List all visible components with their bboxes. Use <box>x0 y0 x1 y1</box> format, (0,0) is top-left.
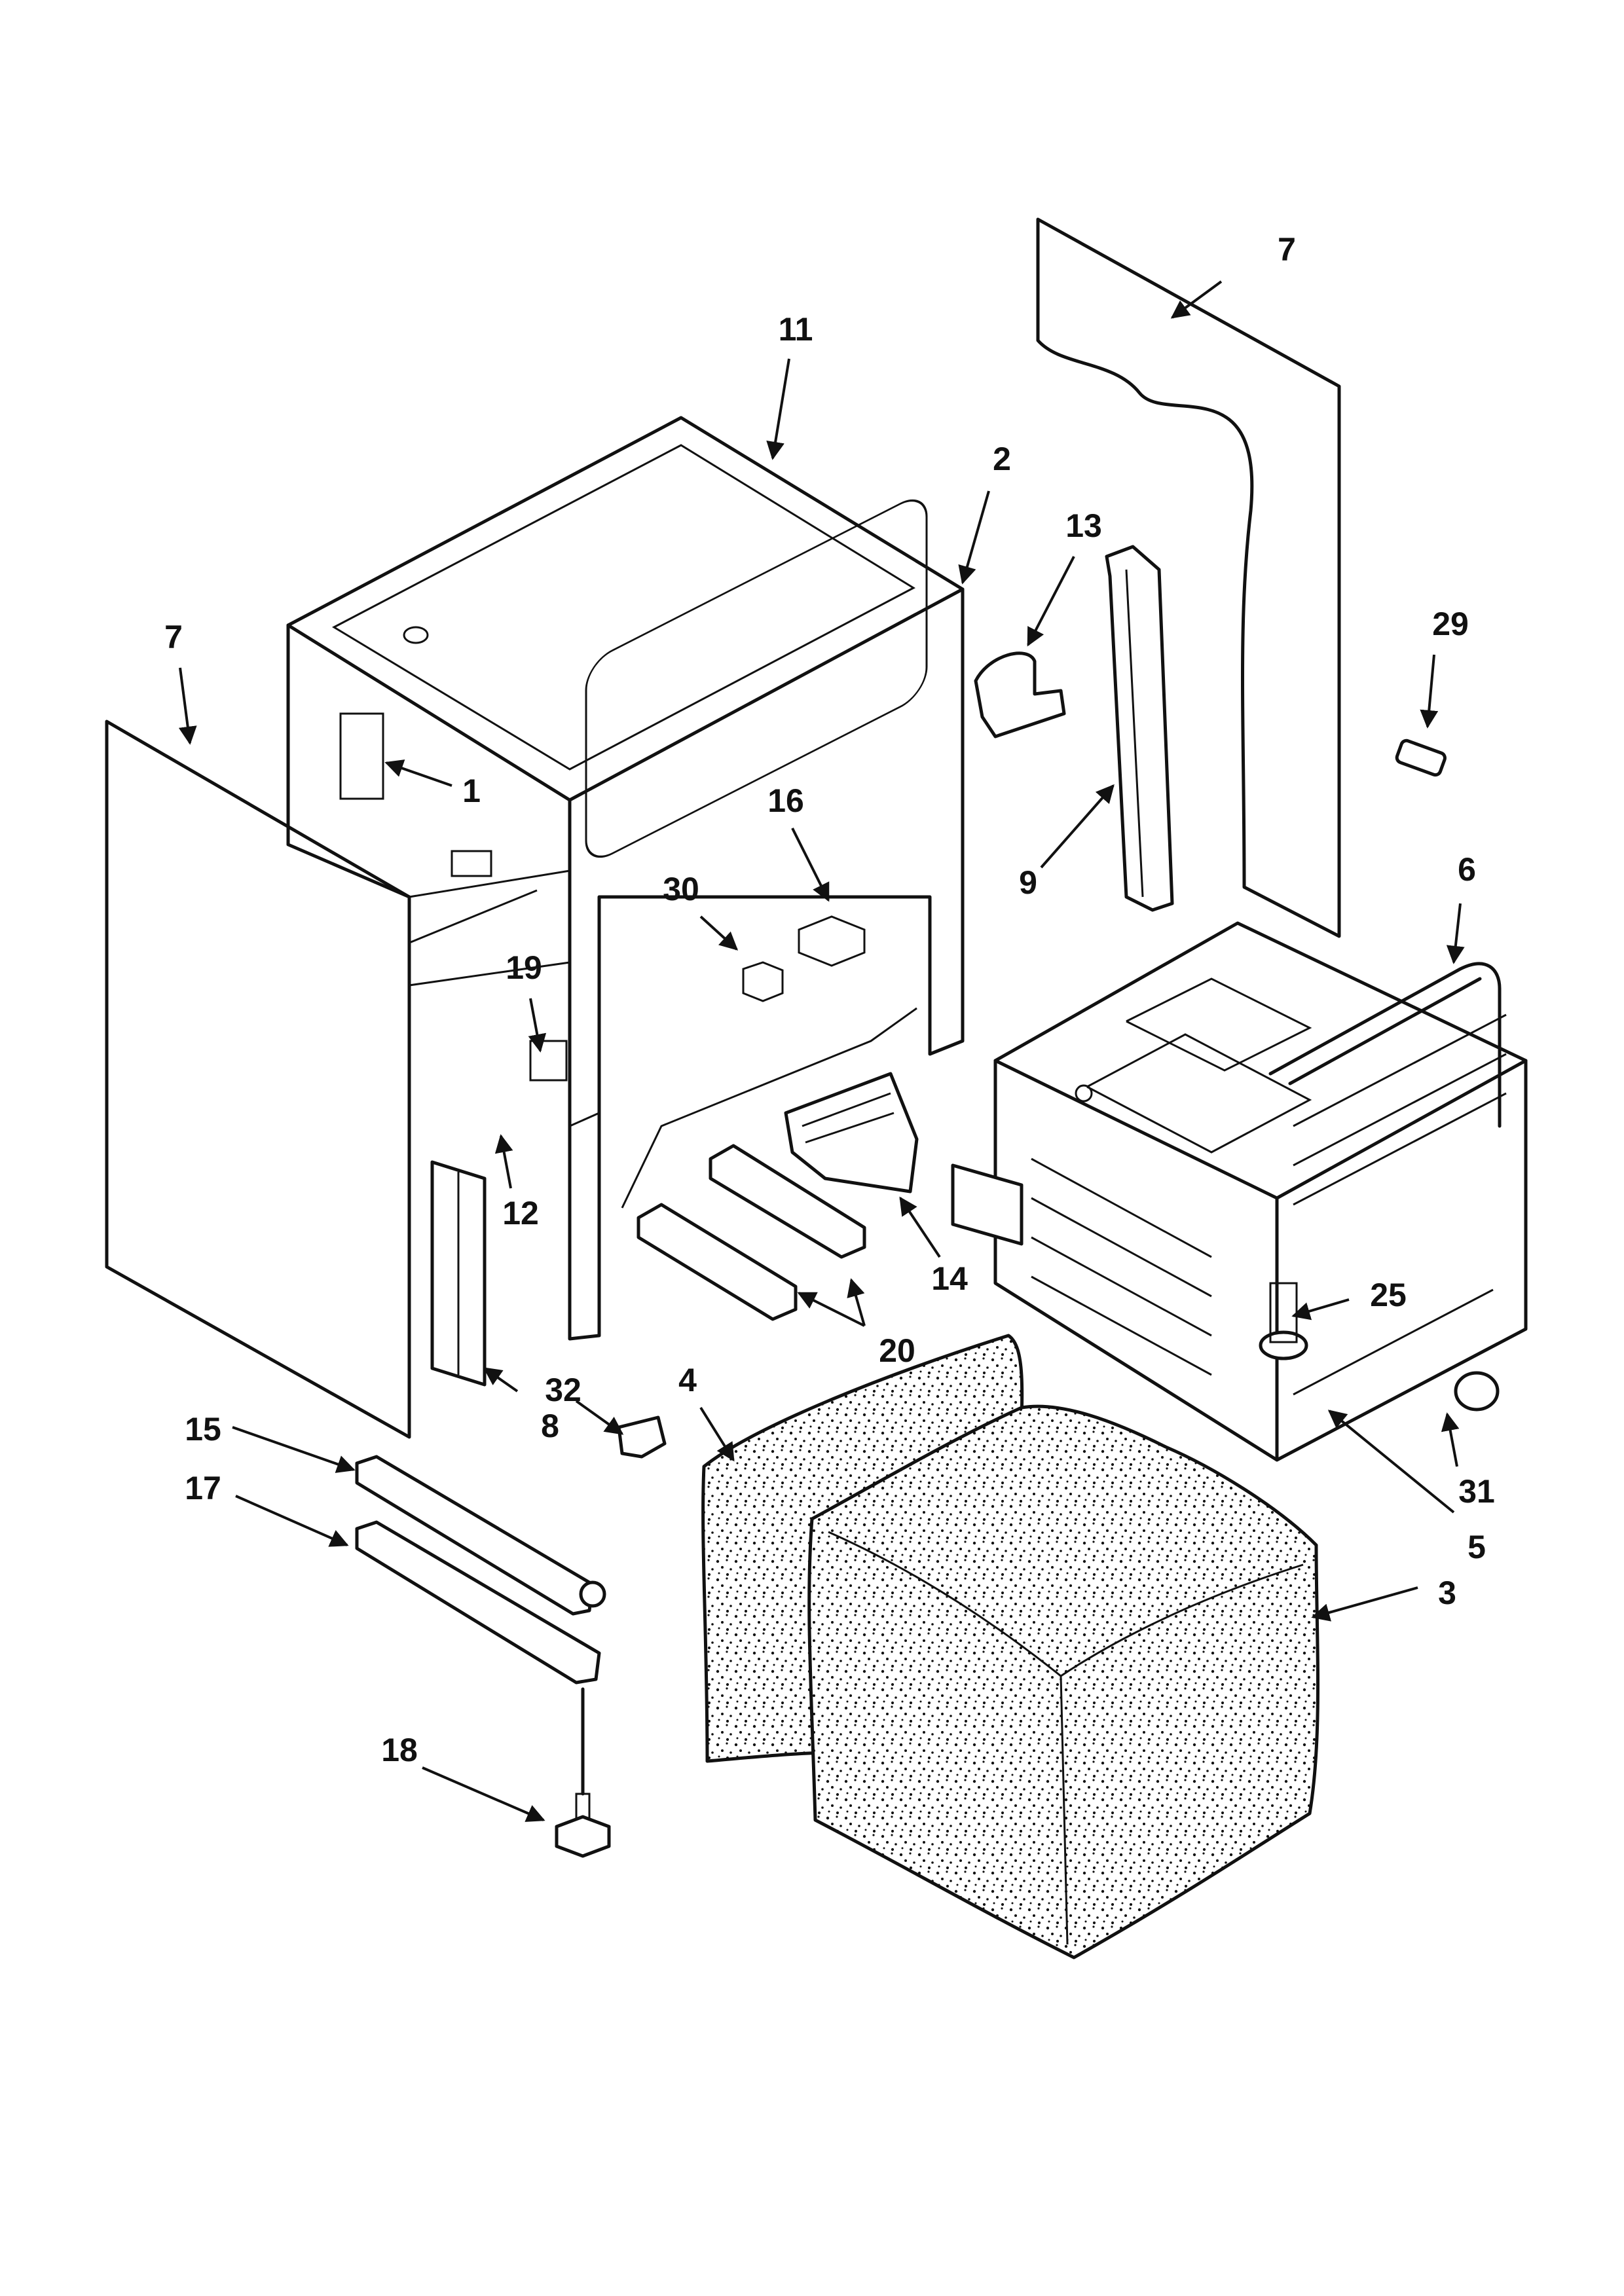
callout-7-side-panel: 7 <box>164 619 183 655</box>
clip <box>617 1415 667 1459</box>
vertical-bracket <box>1105 545 1174 912</box>
callout-9: 9 <box>1019 864 1037 901</box>
callout-25: 25 <box>1370 1277 1407 1313</box>
callout-2: 2 <box>993 441 1011 477</box>
callout-18: 18 <box>381 1732 418 1768</box>
callout-29: 29 <box>1432 606 1469 642</box>
callout-7-back-panel: 7 <box>1278 231 1296 268</box>
callout-labels: 7 11 2 13 29 7 1 16 30 9 6 19 12 14 25 2… <box>164 231 1495 1768</box>
callout-13: 13 <box>1065 507 1102 544</box>
callout-16: 16 <box>767 782 804 819</box>
cabinet-frame <box>286 416 965 1341</box>
back-panel <box>1036 217 1341 938</box>
insulation-blankets <box>701 1334 1320 1959</box>
callout-8: 8 <box>541 1408 559 1444</box>
callout-32: 32 <box>545 1372 581 1408</box>
knob <box>1454 1371 1500 1412</box>
side-rail <box>430 1160 487 1387</box>
callout-30: 30 <box>663 871 699 907</box>
callout-5: 5 <box>1467 1529 1486 1565</box>
callout-1: 1 <box>462 773 481 809</box>
leveling-rails <box>355 1455 606 1685</box>
callout-leaders <box>178 280 1465 1822</box>
lower-brackets <box>637 1072 919 1321</box>
callout-20: 20 <box>879 1332 915 1369</box>
sensor <box>1395 738 1447 777</box>
callout-15: 15 <box>185 1411 221 1448</box>
small-bracket <box>974 651 1066 738</box>
callout-4: 4 <box>678 1362 697 1398</box>
side-panel-left <box>105 720 411 1439</box>
callout-14: 14 <box>931 1260 968 1297</box>
callout-31: 31 <box>1458 1473 1495 1510</box>
callout-6: 6 <box>1458 851 1476 888</box>
callout-11: 11 <box>779 311 813 348</box>
callout-17: 17 <box>185 1470 221 1506</box>
callout-12: 12 <box>502 1195 539 1231</box>
callout-19: 19 <box>506 949 542 986</box>
leveling-leg <box>555 1687 611 1858</box>
oven-cavity <box>951 921 1528 1462</box>
callout-3: 3 <box>1438 1575 1456 1611</box>
